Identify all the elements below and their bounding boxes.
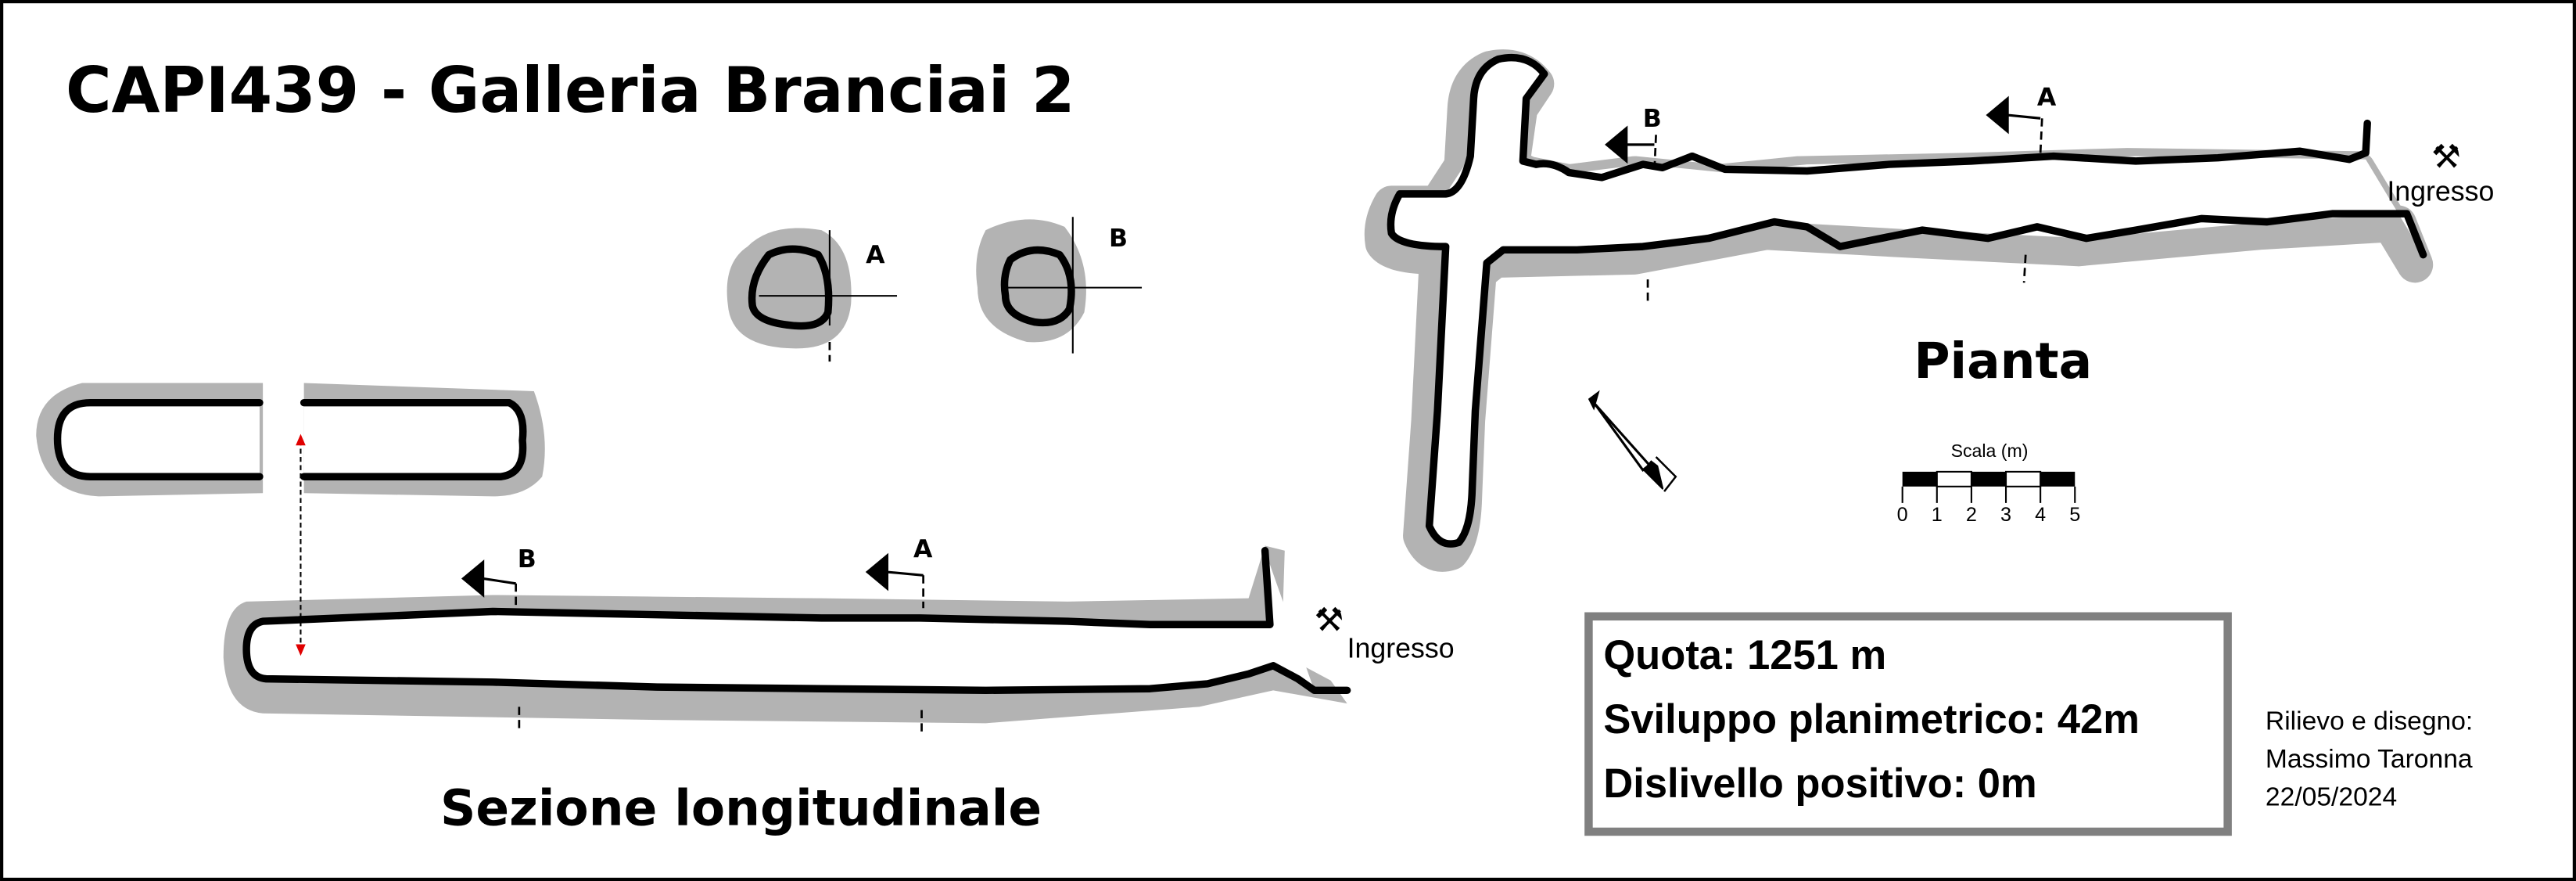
upper-chamber-wall-left bbox=[53, 398, 264, 480]
plan-arrow-b-icon bbox=[1605, 125, 1655, 164]
plan-cut-b bbox=[1646, 135, 1657, 301]
plan-mark-b: B bbox=[1643, 105, 1662, 133]
credits-line1: Rilievo e disegno: bbox=[2266, 707, 2473, 736]
longitudinal-section: B A ⚒ Ingresso Sezione longitudinale bbox=[36, 383, 1455, 837]
scale-tick-1: 1 bbox=[1932, 504, 1943, 526]
plan-view: B A ⚒ Ingresso Pianta bbox=[1364, 49, 2494, 572]
plan-wall-right bbox=[1532, 119, 2371, 182]
section-mark-a: A bbox=[913, 535, 933, 563]
info-quota: Quota: 1251 m bbox=[1603, 632, 1886, 678]
credits-author: Massimo Taronna bbox=[2266, 745, 2473, 774]
scale-tick-0: 0 bbox=[1897, 504, 1908, 526]
plan-entrance-label: Ingresso bbox=[2387, 175, 2494, 207]
scale-tick-2: 2 bbox=[1966, 504, 1977, 526]
cross-section-a: A bbox=[727, 228, 898, 362]
section-mark-b: B bbox=[518, 545, 536, 574]
section-arrow-a-icon bbox=[865, 552, 924, 592]
section-ceiling bbox=[242, 547, 1351, 695]
info-dislivello: Dislivello positivo: 0m bbox=[1603, 761, 2036, 807]
cross-section-b-label: B bbox=[1109, 225, 1128, 253]
upper-chamber-wall-right bbox=[300, 398, 527, 480]
info-sviluppo: Sviluppo planimetrico: 42m bbox=[1603, 696, 2140, 743]
plan-cut-a bbox=[2022, 118, 2043, 283]
credits-date: 22/05/2024 bbox=[2266, 782, 2397, 811]
plan-arrow-a-icon bbox=[1986, 95, 2041, 135]
scale-tick-3: 3 bbox=[2000, 504, 2011, 526]
plan-entrance-icon: ⚒ bbox=[2431, 137, 2461, 175]
plan-wall-left bbox=[1387, 53, 2427, 548]
scale-label: Scala (m) bbox=[1951, 440, 2029, 461]
section-entrance-icon: ⚒ bbox=[1315, 601, 1344, 639]
cross-section-b: B bbox=[976, 217, 1143, 354]
info-box: Quota: 1251 m Sviluppo planimetrico: 42m… bbox=[1584, 612, 2232, 836]
section-cut-a bbox=[920, 575, 924, 737]
scale-tick-4: 4 bbox=[2035, 504, 2046, 526]
scale-bar: Scala (m) 0 1 2 3 4 5 bbox=[1897, 440, 2081, 526]
page-title: CAPI439 - Galleria Branciai 2 bbox=[66, 54, 1075, 127]
scale-tick-5: 5 bbox=[2069, 504, 2080, 526]
section-arrow-b-icon bbox=[461, 559, 516, 598]
plan-mark-a: A bbox=[2037, 83, 2057, 111]
credits: Rilievo e disegno: Massimo Taronna 22/05… bbox=[2266, 707, 2473, 812]
north-arrow-icon bbox=[1588, 390, 1677, 492]
cross-section-a-label: A bbox=[866, 241, 885, 269]
section-cut-b bbox=[515, 583, 521, 732]
plan-label: Pianta bbox=[1914, 333, 2092, 390]
section-entrance-label: Ingresso bbox=[1347, 632, 1455, 663]
section-label: Sezione longitudinale bbox=[440, 780, 1042, 837]
